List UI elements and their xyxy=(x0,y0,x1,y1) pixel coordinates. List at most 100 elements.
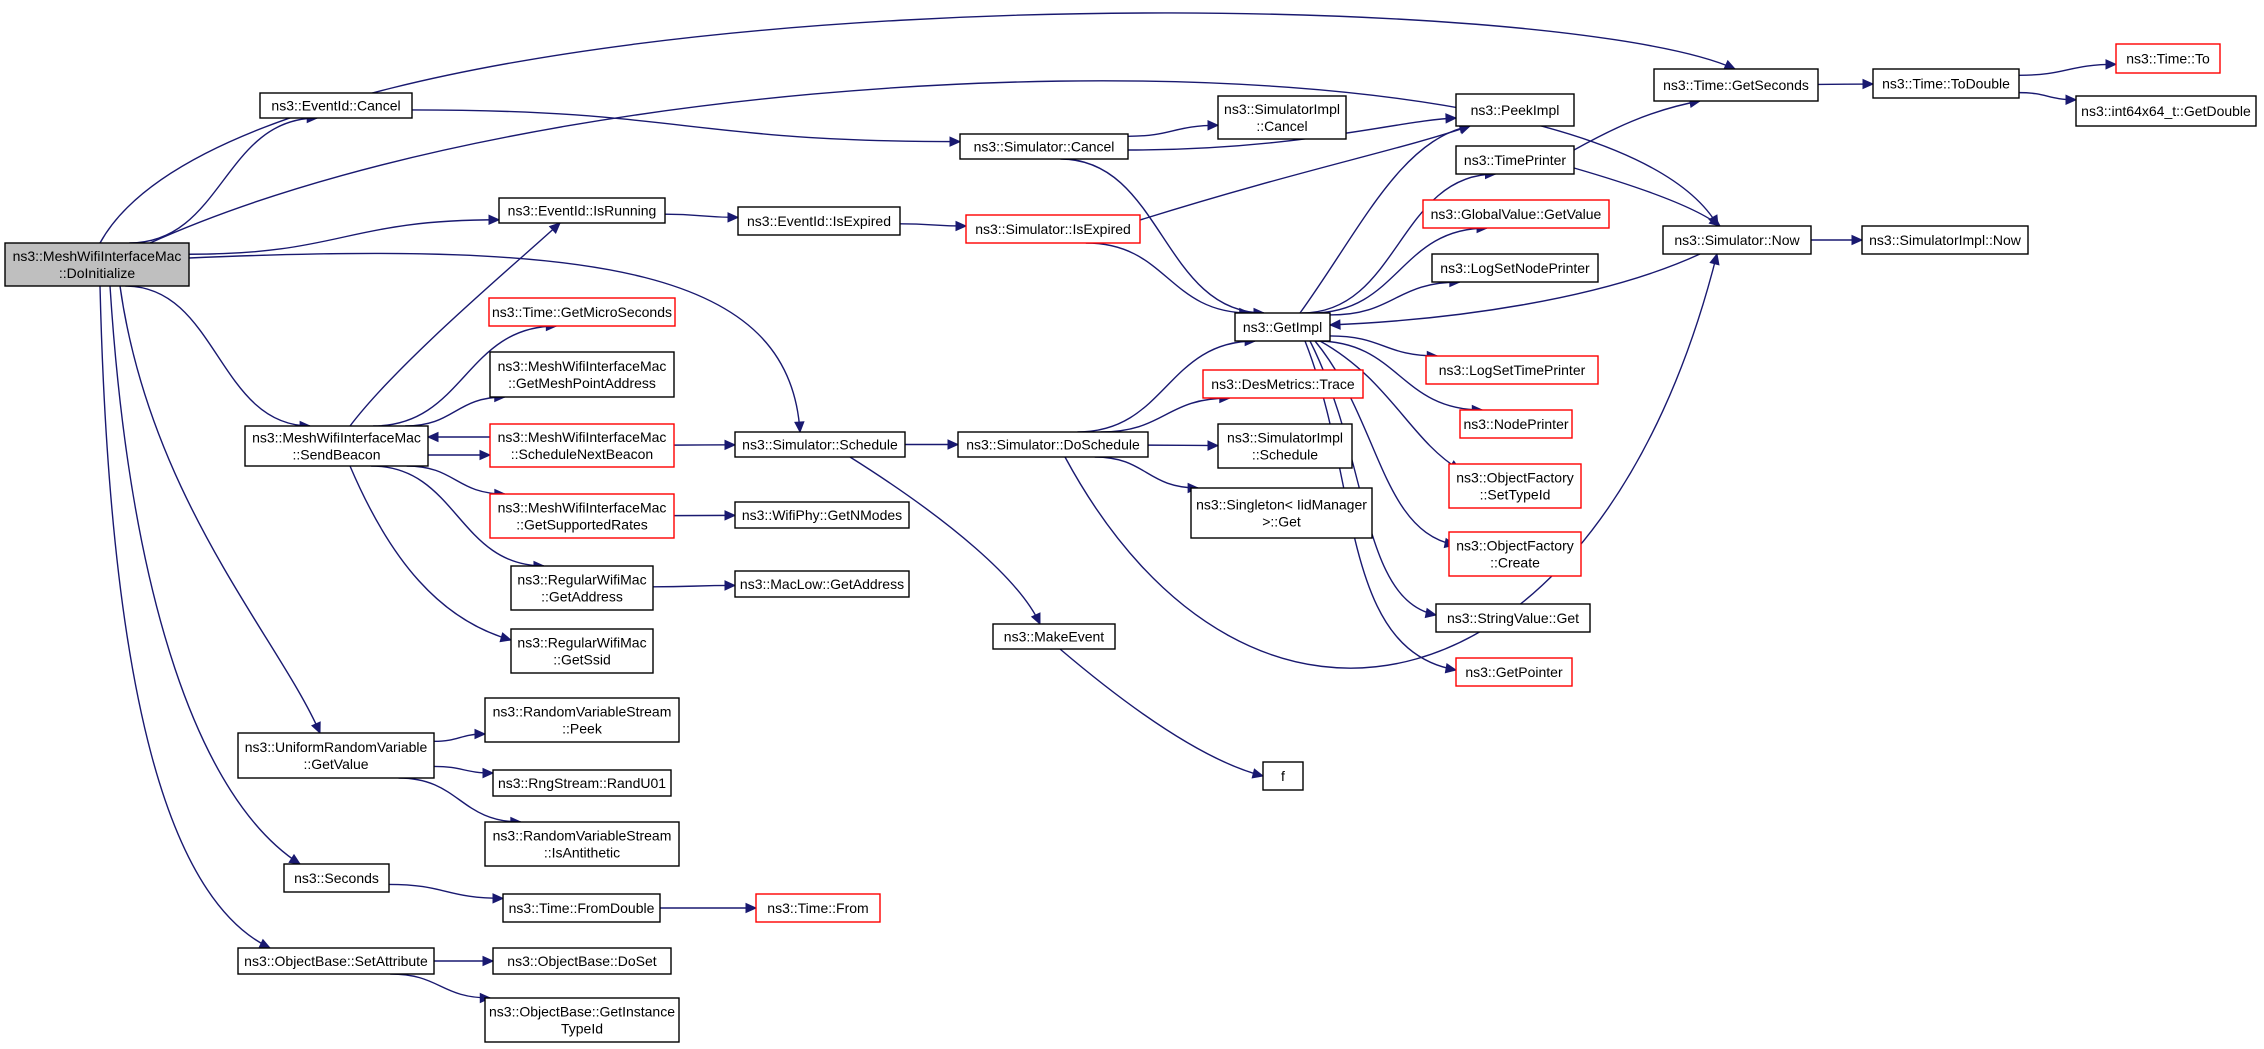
edge-line xyxy=(405,396,505,427)
node-rvs-peek[interactable]: ns3::RandomVariableStream::Peek xyxy=(484,697,680,743)
node-eventid-isrunning[interactable]: ns3::EventId::IsRunning xyxy=(498,197,666,224)
node-regularwifimac-getaddress[interactable]: ns3::RegularWifiMac::GetAddress xyxy=(510,565,654,611)
node-box xyxy=(489,351,675,398)
node-sim-isexpired[interactable]: ns3::Simulator::IsExpired xyxy=(965,214,1141,244)
node-wifiphy-getnmodes[interactable]: ns3::WifiPhy::GetNModes xyxy=(734,501,910,529)
edge-uniform_getvalue-to-rngstream_randu01 xyxy=(433,765,495,779)
node-singleton-get[interactable]: ns3::Singleton< IidManager>::Get xyxy=(1190,487,1373,539)
node-seconds[interactable]: ns3::Seconds xyxy=(283,863,390,893)
edge-line xyxy=(99,285,271,949)
arrowhead xyxy=(499,632,513,643)
node-box xyxy=(1459,409,1573,439)
node-label: ns3::Simulator::Cancel xyxy=(974,139,1115,155)
node-label: ::GetSupportedRates xyxy=(516,517,648,533)
node-logsettimeprinter[interactable]: ns3::LogSetTimePrinter xyxy=(1425,355,1599,385)
node-label: ns3::Time::GetMicroSeconds xyxy=(492,304,672,320)
node-getpointer[interactable]: ns3::GetPointer xyxy=(1455,657,1573,687)
edge-line xyxy=(99,12,1736,244)
arrowhead xyxy=(1207,120,1220,131)
node-label: ::GetAddress xyxy=(541,589,623,605)
node-makeevent[interactable]: ns3::MakeEvent xyxy=(992,623,1116,650)
arrowhead xyxy=(724,439,737,451)
node-getmeshpointaddress[interactable]: ns3::MeshWifiInterfaceMac::GetMeshPointA… xyxy=(489,351,675,398)
edge-line xyxy=(109,285,301,865)
node-time-getmicroseconds[interactable]: ns3::Time::GetMicroSeconds xyxy=(488,297,676,327)
node-regularwifimac-getssid[interactable]: ns3::RegularWifiMac::GetSsid xyxy=(510,628,654,674)
node-label: TypeId xyxy=(561,1021,603,1037)
node-simimpl-now[interactable]: ns3::SimulatorImpl::Now xyxy=(1861,225,2029,255)
node-peekimpl[interactable]: ns3::PeekImpl xyxy=(1455,93,1575,127)
node-uniform-getvalue[interactable]: ns3::UniformRandomVariable::GetValue xyxy=(237,732,435,779)
node-time-todouble[interactable]: ns3::Time::ToDouble xyxy=(1872,68,2020,99)
node-label: ns3::RngStream::RandU01 xyxy=(498,775,666,791)
node-f[interactable]: f xyxy=(1262,761,1304,791)
edge-getsupportedrates-to-wifiphy_getnmodes xyxy=(673,510,737,521)
node-sendbeacon[interactable]: ns3::MeshWifiInterfaceMac::SendBeacon xyxy=(244,425,429,467)
node-box xyxy=(965,214,1141,244)
edge-makeevent-to-f xyxy=(1059,648,1265,779)
edge-line xyxy=(1316,340,1483,411)
node-desmetrics-trace[interactable]: ns3::DesMetrics::Trace xyxy=(1202,369,1364,399)
node-label: ns3::GlobalValue::GetValue xyxy=(1431,206,1602,222)
node-rvs-isantithetic[interactable]: ns3::RandomVariableStream::IsAntithetic xyxy=(484,821,680,867)
node-globalvalue-getvalue[interactable]: ns3::GlobalValue::GetValue xyxy=(1422,199,1610,229)
node-sim-cancel[interactable]: ns3::Simulator::Cancel xyxy=(959,133,1129,160)
node-objectfactory-settypeid[interactable]: ns3::ObjectFactory::SetTypeId xyxy=(1448,463,1582,509)
node-box xyxy=(992,623,1116,650)
edge-root-to-objectbase_setattribute xyxy=(99,285,272,949)
node-label: ::Peek xyxy=(562,721,603,737)
node-rngstream-randu01[interactable]: ns3::RngStream::RandU01 xyxy=(492,769,672,797)
node-box xyxy=(510,628,654,674)
node-objectbase-setattribute[interactable]: ns3::ObjectBase::SetAttribute xyxy=(237,947,435,975)
node-timeprinter[interactable]: ns3::TimePrinter xyxy=(1455,145,1575,175)
node-time-getseconds[interactable]: ns3::Time::GetSeconds xyxy=(1653,68,1819,102)
node-getsupportedrates[interactable]: ns3::MeshWifiInterfaceMac::GetSupportedR… xyxy=(489,493,675,539)
node-sim-now[interactable]: ns3::Simulator::Now xyxy=(1662,225,1812,255)
edge-sim_doschedule-to-sim_now xyxy=(1064,252,1720,669)
edge-line xyxy=(652,584,736,588)
node-box xyxy=(510,565,654,611)
node-time-from[interactable]: ns3::Time::From xyxy=(755,893,881,923)
node-box xyxy=(1448,531,1582,577)
edge-schedulenextbeacon-to-sendbeacon xyxy=(426,431,490,443)
node-schedulenextbeacon[interactable]: ns3::MeshWifiInterfaceMac::ScheduleNextB… xyxy=(489,423,675,468)
node-simimpl-schedule[interactable]: ns3::SimulatorImpl::Schedule xyxy=(1217,423,1353,469)
node-time-fromdouble[interactable]: ns3::Time::FromDouble xyxy=(502,893,661,923)
arrowhead xyxy=(1444,663,1458,674)
node-sim-schedule[interactable]: ns3::Simulator::Schedule xyxy=(734,431,906,458)
node-time-to[interactable]: ns3::Time::To xyxy=(2115,43,2221,74)
edge-line xyxy=(1301,173,1496,314)
node-stringvalue-get[interactable]: ns3::StringValue::Get xyxy=(1435,603,1591,633)
node-label: ns3::ObjectBase::GetInstance xyxy=(489,1004,675,1020)
node-maclow-getaddress[interactable]: ns3::MacLow::GetAddress xyxy=(734,570,910,598)
node-label: f xyxy=(1281,768,1285,784)
node-getimpl[interactable]: ns3::GetImpl xyxy=(1234,312,1331,342)
node-label: ns3::PeekImpl xyxy=(1471,102,1560,118)
node-int64x64-getdouble[interactable]: ns3::int64x64_t::GetDouble xyxy=(2075,95,2257,127)
node-logsetnodeprinter[interactable]: ns3::LogSetNodePrinter xyxy=(1431,253,1599,283)
node-eventid-cancel[interactable]: ns3::EventId::Cancel xyxy=(259,92,413,119)
node-eventid-isexpired[interactable]: ns3::EventId::IsExpired xyxy=(737,206,901,236)
node-label: ns3::Time::FromDouble xyxy=(509,900,655,916)
arrowhead xyxy=(1328,319,1341,330)
node-objectbase-doset[interactable]: ns3::ObjectBase::DoSet xyxy=(492,947,672,975)
node-box xyxy=(484,821,680,867)
node-simimpl-cancel[interactable]: ns3::SimulatorImpl::Cancel xyxy=(1217,95,1347,140)
node-label: ns3::RegularWifiMac xyxy=(517,572,646,588)
node-sim-doschedule[interactable]: ns3::Simulator::DoSchedule xyxy=(957,431,1149,458)
edge-eventid_isexpired-to-sim_isexpired xyxy=(899,220,968,232)
node-objectfactory-create[interactable]: ns3::ObjectFactory::Create xyxy=(1448,531,1582,577)
node-box xyxy=(1455,145,1575,175)
node-root[interactable]: ns3::MeshWifiInterfaceMac::DoInitialize xyxy=(4,242,190,287)
edge-line xyxy=(373,325,557,427)
edge-line xyxy=(664,213,739,219)
node-label: ns3::TimePrinter xyxy=(1464,152,1567,168)
node-nodeprinter[interactable]: ns3::NodePrinter xyxy=(1459,409,1573,439)
node-box xyxy=(492,769,672,797)
edge-line xyxy=(1060,158,1265,314)
node-label: ns3::Simulator::Now xyxy=(1674,232,1800,248)
edge-sendbeacon-to-schedulenextbeacon xyxy=(427,449,492,461)
edge-line xyxy=(1085,242,1250,314)
node-label: ns3::GetPointer xyxy=(1465,664,1563,680)
